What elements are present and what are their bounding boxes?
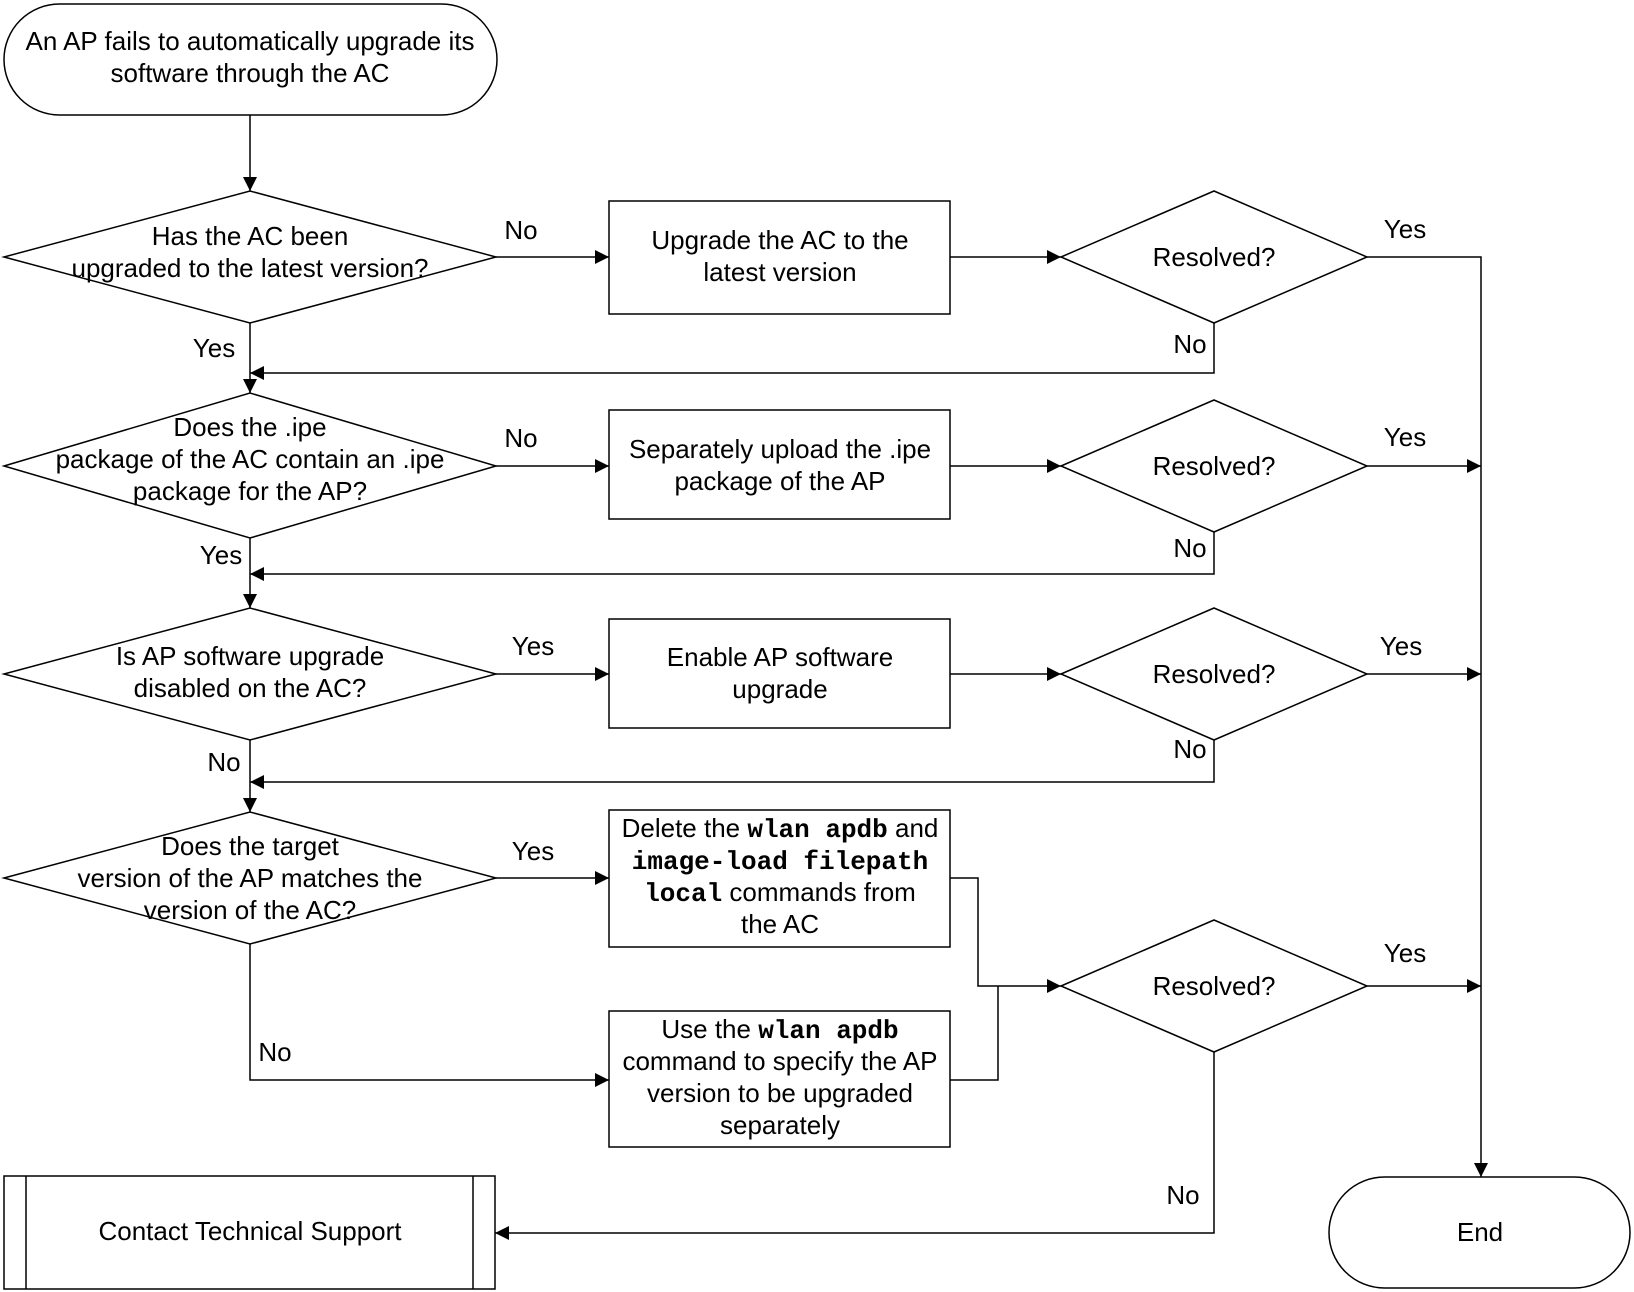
action-upgrade-ac — [608, 200, 951, 315]
decision2-yes-label: Yes — [200, 540, 242, 570]
action5-text-line3: version to be upgraded — [647, 1078, 913, 1108]
decision2-text-line1: Does the .ipe — [173, 412, 326, 442]
action-upload-ipe — [608, 409, 951, 520]
decision4-no-label: No — [258, 1037, 291, 1067]
support-process — [3, 1175, 496, 1290]
decision4-yes-label: Yes — [512, 836, 554, 866]
decision1-yes-label: Yes — [193, 333, 235, 363]
decision1-text-line2: upgraded to the latest version? — [71, 253, 428, 283]
decision4-text-line3: version of the AC? — [144, 895, 356, 925]
start-text-line1: An AP fails to automatically upgrade its — [26, 26, 475, 56]
resolved1-no-label: No — [1173, 329, 1206, 359]
decision3-text-line2: disabled on the AC? — [134, 673, 367, 703]
connector-r4-no — [495, 1052, 1215, 1240]
decision3-no-label: No — [207, 747, 240, 777]
action3-text-line1: Enable AP software — [667, 642, 893, 672]
decision2-text-line2: package of the AC contain an .ipe — [56, 444, 445, 474]
connector-r1-yes — [1367, 256, 1488, 1177]
action4-text-line4: the AC — [741, 909, 819, 939]
connector-d4-to-a5 — [249, 944, 609, 1087]
resolved3-text: Resolved? — [1153, 659, 1276, 689]
end-terminator — [1328, 1176, 1631, 1289]
decision2-text-line3: package for the AP? — [133, 476, 367, 506]
action-specify-version — [608, 1010, 951, 1148]
resolved2-no-label: No — [1173, 533, 1206, 563]
connector-a4-to-r4 — [950, 877, 1061, 993]
connector-r2-no — [250, 532, 1215, 581]
action1-text-line2: latest version — [703, 257, 856, 287]
action5-text-line2: command to specify the AP — [622, 1046, 937, 1076]
resolved3-no-label: No — [1173, 734, 1206, 764]
action5-text-line1: Use the wlan apdb — [661, 1014, 898, 1046]
action-delete-commands — [608, 809, 951, 948]
start-text-line2: software through the AC — [111, 58, 390, 88]
resolved1-yes-label: Yes — [1384, 214, 1426, 244]
resolved2-yes-label: Yes — [1384, 422, 1426, 452]
resolved1-text: Resolved? — [1153, 242, 1276, 272]
connector-a5-to-r4 — [950, 986, 999, 1081]
connector-r1-no — [250, 323, 1215, 380]
decision3-text-line1: Is AP software upgrade — [116, 641, 384, 671]
action2-text-line1: Separately upload the .ipe — [629, 434, 931, 464]
resolved2-text: Resolved? — [1153, 451, 1276, 481]
connector-r3-no — [250, 740, 1215, 789]
action3-text-line2: upgrade — [732, 674, 827, 704]
action2-text-line2: package of the AP — [674, 466, 885, 496]
decision4-text-line1: Does the target — [161, 831, 340, 861]
end-text: End — [1457, 1217, 1503, 1247]
action4-text-line2: image-load filepath — [632, 847, 928, 877]
action4-text-line3: local commands from — [644, 877, 916, 909]
resolved4-text: Resolved? — [1153, 971, 1276, 1001]
decision1-text-line1: Has the AC been — [152, 221, 349, 251]
action-enable-upgrade — [608, 618, 951, 729]
decision3-yes-label: Yes — [512, 631, 554, 661]
action5-text-line4: separately — [720, 1110, 840, 1140]
resolved4-yes-label: Yes — [1384, 938, 1426, 968]
action4-text-line1: Delete the wlan apdb and — [622, 813, 939, 845]
action1-text-line1: Upgrade the AC to the — [651, 225, 908, 255]
decision1-no-label: No — [504, 215, 537, 245]
support-text: Contact Technical Support — [98, 1216, 402, 1246]
decision2-no-label: No — [504, 423, 537, 453]
resolved3-yes-label: Yes — [1380, 631, 1422, 661]
decision4-text-line2: version of the AP matches the — [78, 863, 423, 893]
resolved4-no-label: No — [1166, 1180, 1199, 1210]
